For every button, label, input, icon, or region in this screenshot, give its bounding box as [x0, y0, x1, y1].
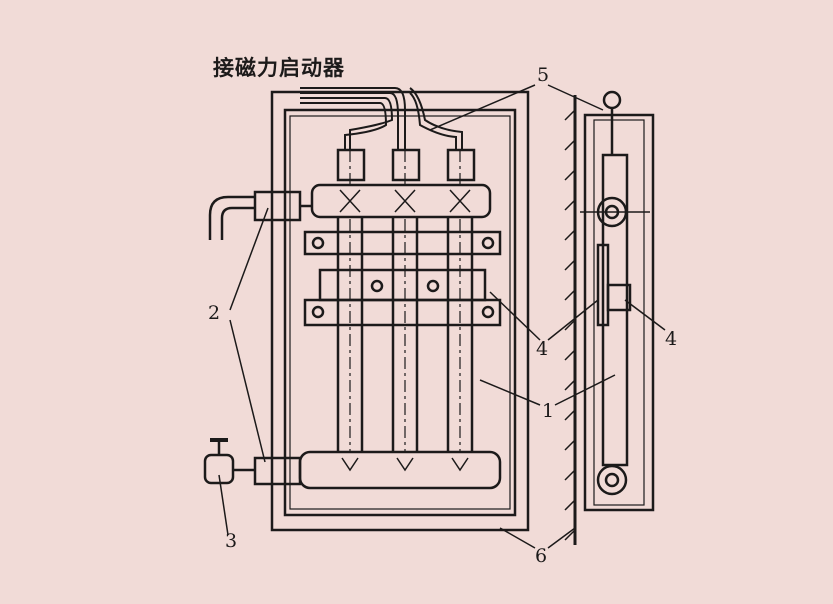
label-5: 5	[537, 64, 550, 86]
top-manifold	[310, 183, 492, 219]
cabinet-side-view	[564, 90, 655, 545]
water-valve	[203, 438, 302, 486]
wires-to-starter	[300, 87, 463, 150]
label-1: 1	[542, 400, 555, 422]
diagram-title: 接磁力启动器	[213, 56, 345, 80]
label-4-front: 4	[536, 338, 549, 360]
leader-lines	[218, 84, 666, 549]
label-4-side: 4	[665, 328, 678, 350]
bottom-manifold	[298, 450, 502, 490]
label-2: 2	[208, 302, 221, 324]
clamp-brackets	[303, 230, 502, 327]
water-pipe-inlet	[208, 190, 312, 240]
cooling-tubes	[336, 148, 476, 480]
label-6: 6	[535, 545, 548, 567]
label-3: 3	[225, 530, 238, 552]
cabinet-front-view	[270, 90, 530, 532]
